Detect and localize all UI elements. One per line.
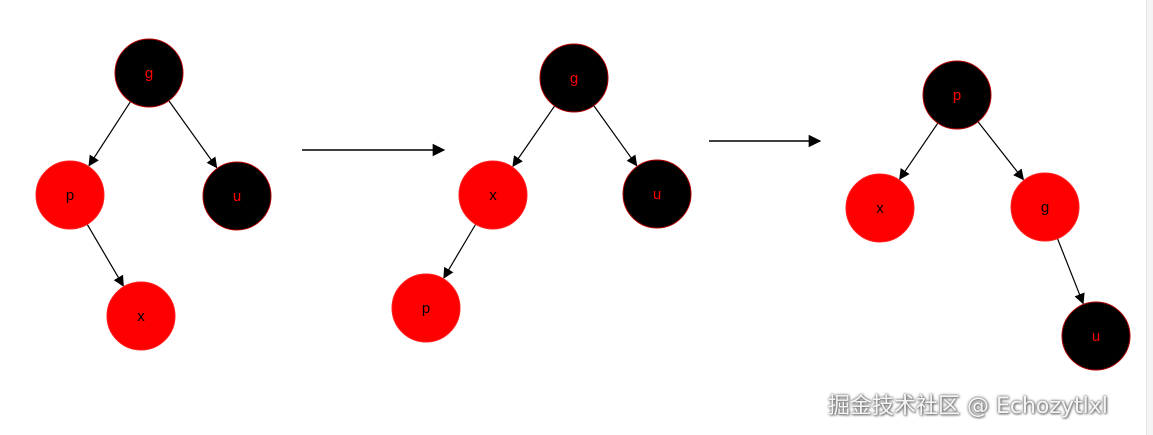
tree2-node-x: x	[458, 160, 528, 230]
tree2-node-g-circle	[539, 43, 609, 113]
tree1-node-g-circle	[114, 38, 184, 108]
tree2-node-u-circle	[622, 159, 692, 229]
tree2-node-p-circle	[391, 273, 461, 343]
tree3-node-p: p	[922, 60, 992, 130]
tree2-node-u: u	[622, 159, 692, 229]
tree2-node-p: p	[391, 273, 461, 343]
tree3-node-p-label: p	[953, 87, 961, 104]
tree1-node-x-label: x	[137, 308, 145, 325]
tree2-edge-g-x	[512, 105, 556, 168]
tree2-node-p-label: p	[422, 300, 430, 317]
tree2-edge-g-u	[593, 105, 638, 167]
tree1-node-u: u	[202, 161, 272, 231]
tree3-node-u-label: u	[1092, 328, 1100, 345]
tree2-node-g-label: g	[570, 70, 578, 87]
tree1-node-p-circle	[35, 160, 105, 230]
tree1-node-x-circle	[106, 281, 176, 351]
watermark: 掘金技术社区 @ Echozytlxl	[828, 394, 1108, 419]
tree1-node-u-label: u	[233, 188, 241, 205]
tree3-edge-p-g	[977, 121, 1025, 181]
tree3-node-u: u	[1061, 301, 1131, 371]
tree1-edge-g-u	[168, 100, 218, 169]
tree3-node-x-circle	[845, 173, 915, 243]
tree1-node-x: x	[106, 281, 176, 351]
tree1-node-p: p	[35, 160, 105, 230]
tree3-node-p-circle	[922, 60, 992, 130]
tree1-node-u-circle	[202, 161, 272, 231]
tree3-node-x: x	[845, 173, 915, 243]
tree2-node-x-circle	[458, 160, 528, 230]
tree1-edge-p-x	[86, 224, 124, 287]
tree3-edge-g-u	[1056, 238, 1085, 305]
tree3-node-g-label: g	[1041, 199, 1049, 216]
tree1-edge-g-p	[88, 101, 132, 167]
tree3-node-u-circle	[1061, 301, 1131, 371]
tree2-edge-x-p	[443, 223, 477, 279]
tree1-node-p-label: p	[66, 187, 74, 204]
tree2-node-g: g	[539, 43, 609, 113]
tree2-node-u-label: u	[653, 186, 661, 203]
tree3-node-g: g	[1010, 172, 1080, 242]
right-edge-rule	[1146, 0, 1153, 435]
tree3-node-x-label: x	[876, 200, 884, 217]
tree1-node-g: g	[114, 38, 184, 108]
tree3-edge-p-x	[899, 122, 939, 180]
tree1-node-g-label: g	[145, 65, 153, 82]
tree3-node-g-circle	[1010, 172, 1080, 242]
tree2-node-x-label: x	[489, 187, 497, 204]
